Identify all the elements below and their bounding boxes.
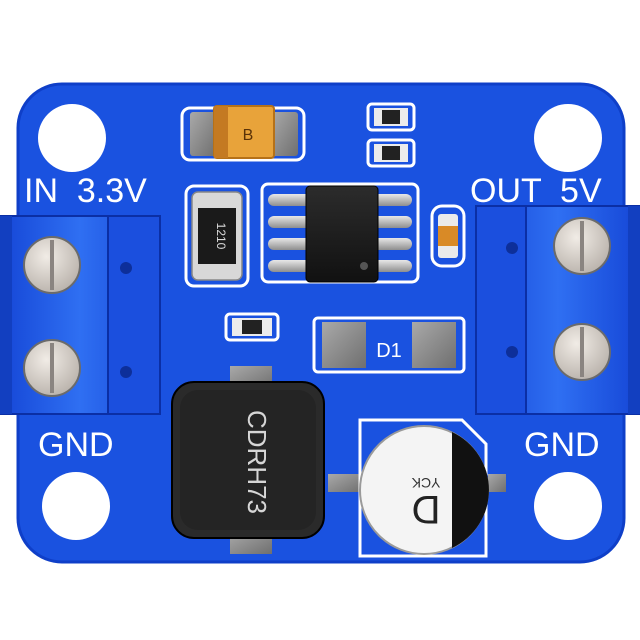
tantalum-capacitor: B (180, 105, 306, 162)
gnd-label-left: GND (38, 426, 114, 464)
output-screw-terminal (475, 205, 640, 415)
smd-resistor-middle (224, 312, 280, 342)
input-screw-terminal (0, 215, 161, 415)
mounting-hole-top-left (38, 104, 106, 172)
mounting-hole-top-right (534, 104, 602, 172)
output-label: OUT 5V (470, 172, 602, 210)
smd-capacitor-orange (430, 204, 466, 268)
svg-text:D: D (412, 487, 441, 531)
resistor-1210: 1210 (184, 184, 250, 288)
svg-text:D1: D1 (376, 340, 402, 362)
smd-resistor-top-2 (366, 138, 416, 168)
electrolytic-capacitor: D YCK (328, 418, 506, 558)
ic-soic8 (260, 182, 420, 284)
mounting-hole-bottom-right (534, 472, 602, 540)
inductor-cdrh73: CDRH73 (171, 366, 325, 554)
mounting-hole-bottom-left (42, 472, 110, 540)
svg-text:YCK: YCK (411, 475, 440, 491)
smd-resistor-top-1 (366, 102, 416, 132)
svg-text:B: B (243, 127, 254, 144)
input-label: IN 3.3V (24, 172, 147, 210)
svg-text:1210: 1210 (214, 223, 228, 250)
svg-text:CDRH73: CDRH73 (242, 410, 272, 514)
gnd-label-right: GND (524, 426, 600, 464)
diode-d1: D1 (312, 316, 466, 374)
